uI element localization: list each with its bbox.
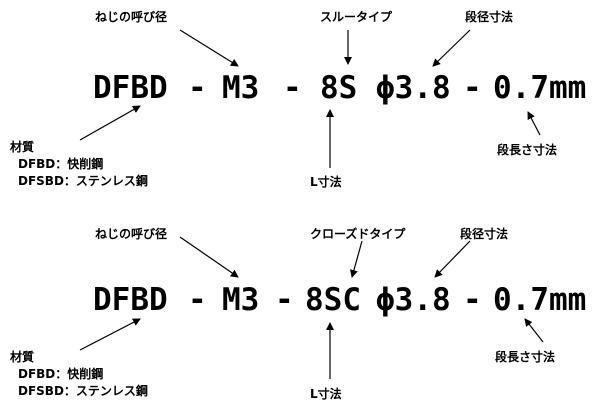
code-sep1: - [188,282,207,318]
arrow-thread [179,236,239,278]
code-diameter: ϕ3.8 [376,70,451,106]
code-sep2: - [275,282,294,318]
arrow-step-length [527,111,541,136]
label-step-length: 段長さ寸法 [495,350,556,364]
label-step-diameter: 段径寸法 [465,10,514,24]
code-sep3: - [463,70,482,106]
label-material-title: 材質 [10,350,35,364]
code-series: DFBD [93,282,168,318]
leader-arrows [79,236,544,379]
code-sep2: - [283,70,302,106]
code-sep3: - [463,282,482,318]
label-l-dimension: L寸法 [310,387,342,401]
arrow-type [350,240,363,278]
label-l-dimension: L寸法 [310,175,342,189]
code-diameter: ϕ3.8 [376,282,451,318]
arrow-material [79,318,141,351]
label-step-length: 段長さ寸法 [497,143,558,157]
arrow-thread [179,29,239,67]
label-type: クローズドタイプ [310,227,406,241]
arrow-step-diameter [434,240,471,278]
label-material-2: DFSBD：ステンレス鋼 [18,384,148,398]
label-material-2: DFSBD：ステンレス鋼 [18,174,148,188]
arrow-step-diameter [432,29,471,67]
label-thread-size: ねじの呼び径 [95,227,168,241]
code-length: 0.7mm [493,70,587,106]
arrow-material [79,105,141,141]
part-number-diagram-closed: ねじの呼び径 クローズドタイプ 段径寸法 DFBD - M3 - 8SC ϕ3.… [0,207,614,414]
label-material-1: DFBD：快削鋼 [18,367,104,381]
code-size: M3 [222,282,260,318]
label-step-diameter: 段径寸法 [460,227,509,241]
leader-arrows [79,29,541,168]
code-series: DFBD [93,70,168,106]
arrow-step-length [524,318,544,343]
code-type: 8S [320,70,358,106]
label-type: スルータイプ [320,10,393,24]
code-sep1: - [188,70,207,106]
label-thread-size: ねじの呼び径 [95,10,168,24]
label-material-title: 材質 [10,140,35,154]
code-size: M3 [222,70,260,106]
label-material-1: DFBD：快削鋼 [18,157,104,171]
code-length: 0.7mm [493,282,587,318]
code-type: 8SC [305,282,361,318]
part-number-diagram-through: ねじの呼び径 スルータイプ 段径寸法 DFBD - M3 - 8S ϕ3.8 -… [0,0,614,207]
